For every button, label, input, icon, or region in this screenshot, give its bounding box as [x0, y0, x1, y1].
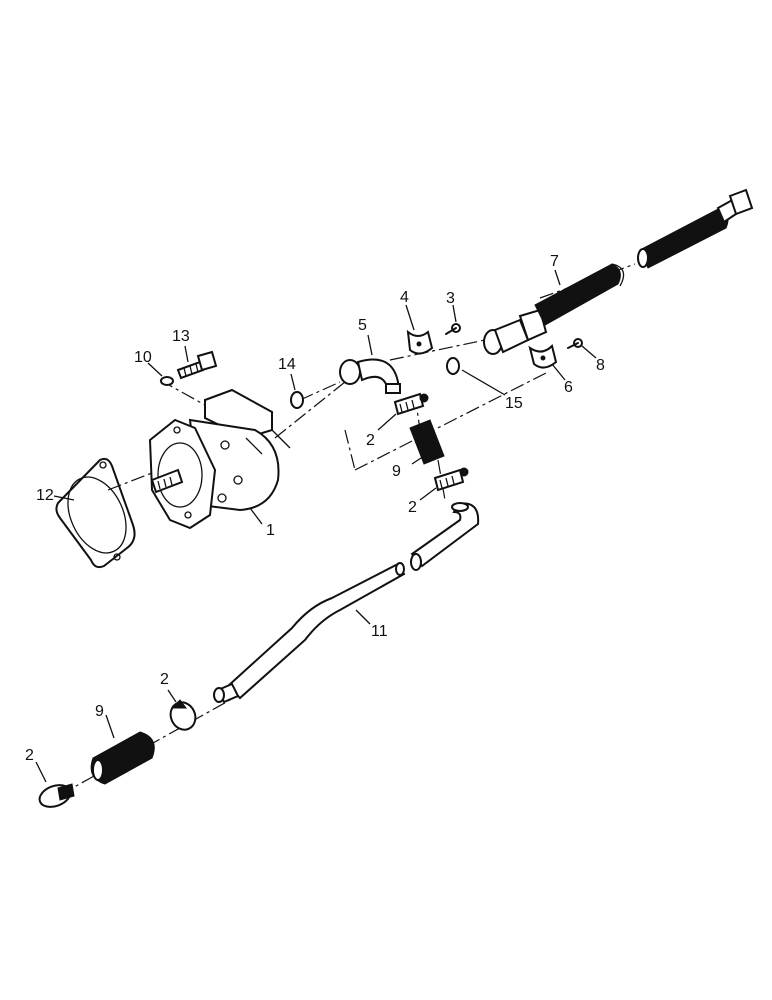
callout-6: 6	[564, 379, 573, 396]
hose-clamp-2-bottom-right	[169, 699, 197, 731]
callout-labels: 1 2 2 2 2 3 4 5 6 7 8 9 9 10 11 12 13 14…	[25, 253, 605, 764]
callout-8: 8	[596, 357, 605, 374]
clamp-4	[406, 329, 434, 355]
gasket-12	[55, 457, 136, 569]
hose-sleeve-9-upper	[409, 419, 445, 465]
washer-10	[160, 376, 174, 386]
hose-clamp-2-upper	[393, 392, 429, 416]
hose-7	[483, 188, 754, 355]
clamp-6	[528, 344, 558, 369]
pump-1	[148, 388, 291, 530]
callout-2-middle: 2	[408, 499, 417, 516]
leader-lines	[35, 269, 597, 783]
callout-9-lower: 9	[95, 703, 104, 720]
hose-clamp-2-bottom-left	[38, 783, 75, 808]
o-ring-15	[446, 357, 460, 375]
elbow-pipe-small	[410, 502, 480, 571]
callout-12: 12	[36, 487, 54, 504]
callout-4: 4	[400, 289, 409, 306]
callout-2-lower: 2	[160, 671, 169, 688]
callout-15: 15	[505, 395, 523, 412]
o-ring-14	[290, 391, 304, 409]
hose-sleeve-9-lower	[90, 731, 155, 785]
screw-3	[445, 323, 461, 335]
hose-clamp-2-lower	[433, 467, 469, 492]
callout-9-upper: 9	[392, 463, 401, 480]
callout-10: 10	[134, 349, 152, 366]
callout-5: 5	[358, 317, 367, 334]
screw-8	[567, 338, 583, 349]
callout-7: 7	[550, 253, 559, 270]
callout-1: 1	[266, 522, 275, 539]
elbow-5	[339, 358, 401, 394]
callout-13: 13	[172, 328, 190, 345]
bolt-13	[176, 350, 218, 380]
callout-14: 14	[278, 356, 296, 373]
callout-3: 3	[446, 290, 455, 307]
centerlines	[59, 263, 636, 796]
pipe-11	[213, 562, 406, 704]
callout-2-bottom: 2	[25, 747, 34, 764]
callout-2-upper: 2	[366, 432, 375, 449]
callout-11: 11	[371, 623, 388, 640]
